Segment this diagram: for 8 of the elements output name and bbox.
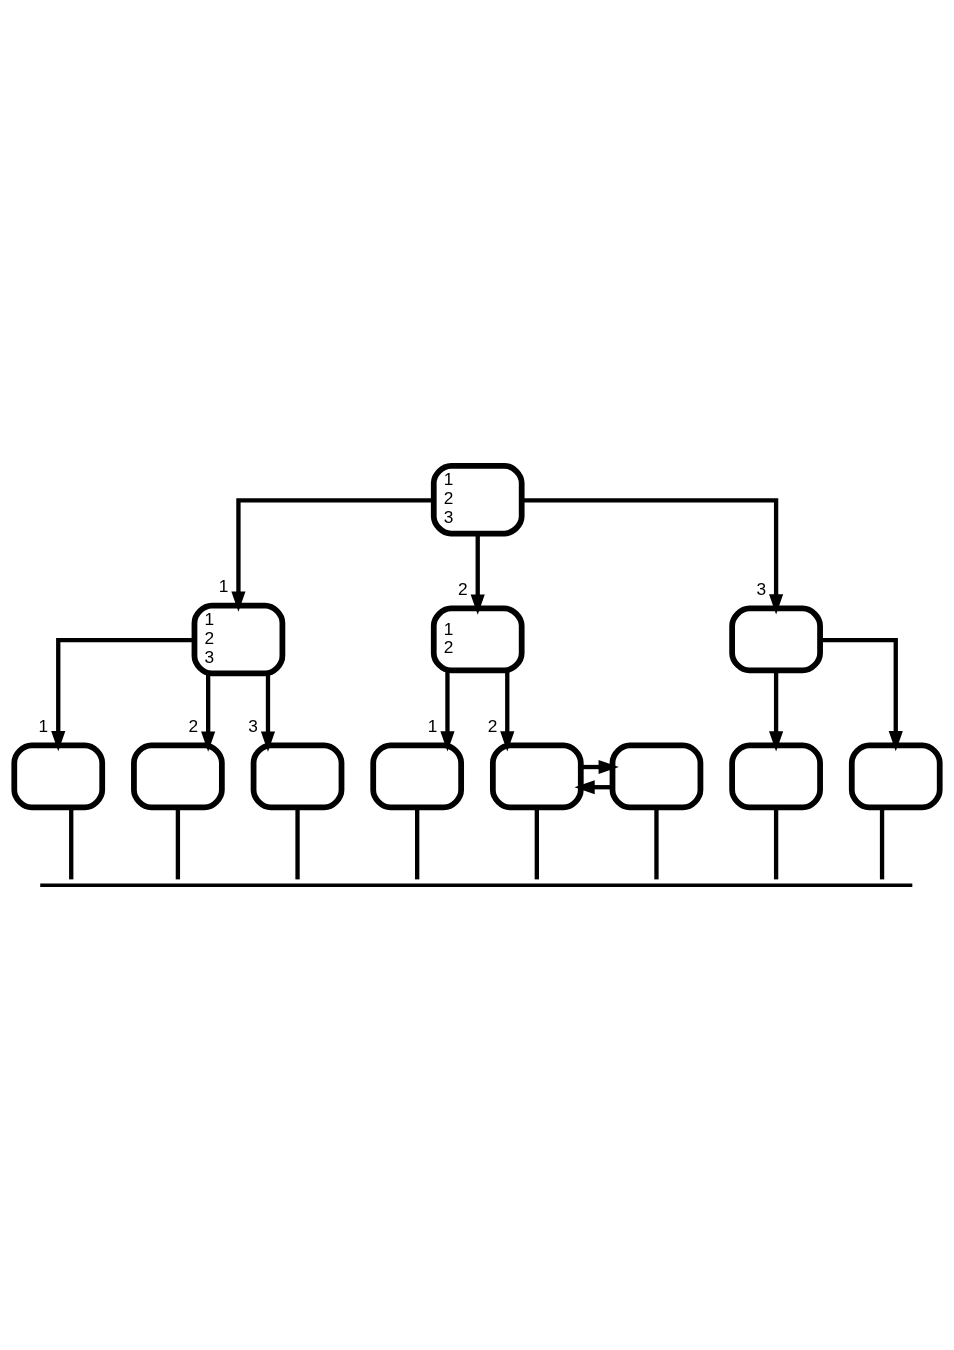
edge-label: 2 xyxy=(487,715,498,736)
edge-label: 1 xyxy=(427,715,438,736)
edge-label: 2 xyxy=(188,715,199,736)
edge-label: 3 xyxy=(248,715,258,736)
edge-label: 2 xyxy=(458,578,468,599)
edge-label: 3 xyxy=(756,578,767,599)
edge-label: 1 xyxy=(218,575,229,596)
edge-label: 1 xyxy=(38,715,49,736)
